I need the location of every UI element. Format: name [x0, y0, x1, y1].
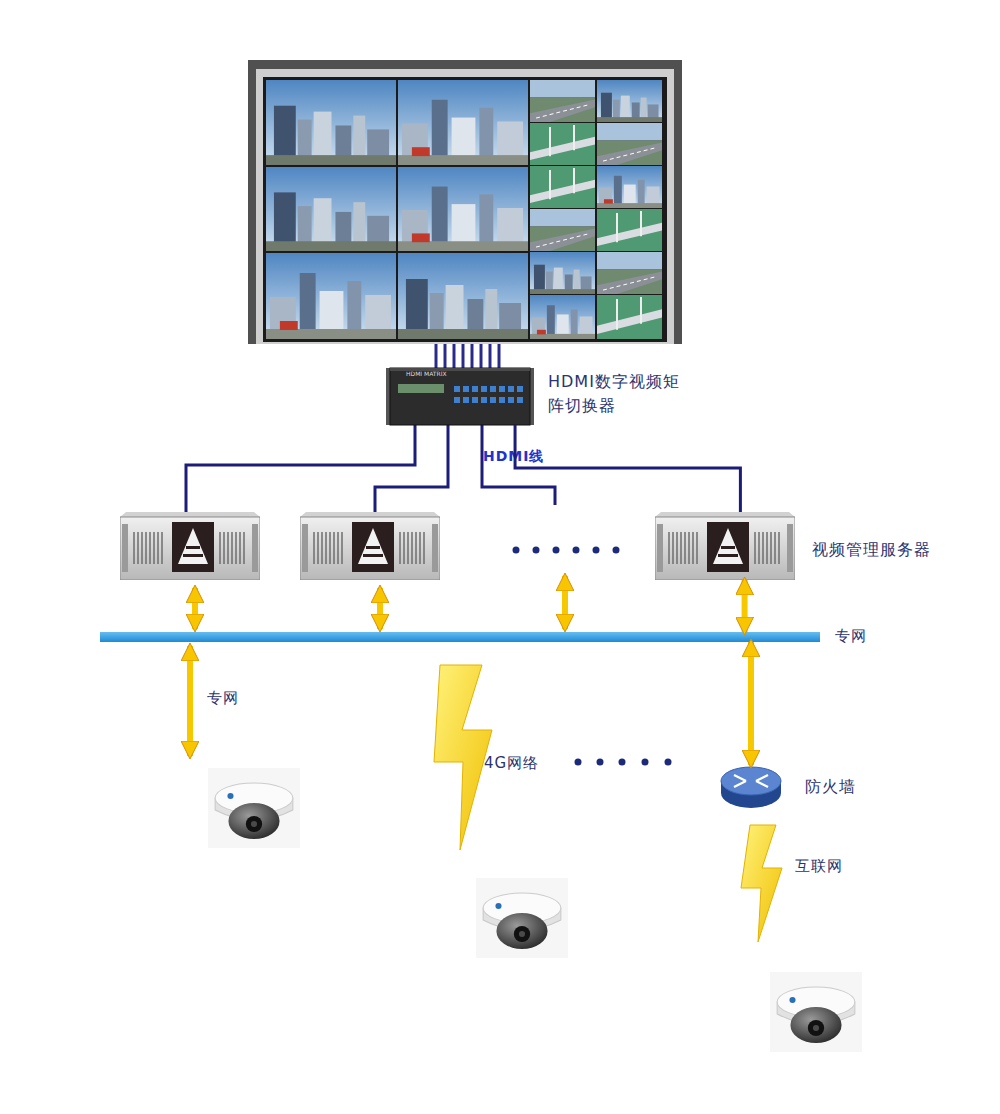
- network-link: [748, 642, 754, 765]
- wall-tile: [398, 80, 528, 165]
- wall-tile: [530, 123, 595, 165]
- matrix-button: [517, 397, 523, 403]
- video-server: 视频管理服务器: [655, 512, 795, 580]
- annotation-label: 专网: [207, 688, 239, 708]
- annotation-label: 互联网: [795, 856, 843, 876]
- hdmi-cable: [375, 425, 448, 512]
- wall-tile: [530, 209, 595, 251]
- wall-tile: [597, 123, 662, 165]
- wall-bevel: [256, 69, 674, 344]
- server-icon: [120, 512, 260, 580]
- private-network-bar: 专网: [100, 632, 820, 642]
- wireless-bolt: [741, 825, 782, 942]
- matrix-button: [454, 386, 460, 392]
- wall-frame: [248, 60, 682, 344]
- matrix-button: [517, 386, 523, 392]
- double-arrow: [192, 588, 198, 629]
- matrix-button: [463, 397, 469, 403]
- device-marking: HDMI MATRIX: [406, 370, 447, 378]
- node-label: HDMI数字视频矩 阵切换器: [548, 370, 708, 418]
- wall-tile: [266, 80, 396, 165]
- firewall: 防火墙: [720, 765, 782, 809]
- hdmi-cables: [186, 425, 555, 512]
- node-label: 专网: [835, 624, 867, 648]
- firewall-arrows: [734, 775, 768, 787]
- wall-tile: [530, 166, 595, 208]
- firewall-icon: [720, 765, 782, 809]
- matrix-button: [472, 397, 478, 403]
- wall-tile: [398, 253, 528, 339]
- dome-camera: [476, 878, 568, 958]
- matrix-button: [508, 397, 514, 403]
- firewall-top: [721, 767, 781, 795]
- annotation-label: HDMI线: [483, 446, 544, 466]
- video-wall: [248, 60, 682, 344]
- double-arrow: [562, 576, 568, 629]
- double-arrow: [187, 646, 193, 756]
- hdmi-cable: [515, 425, 740, 512]
- server-icon: [655, 512, 795, 580]
- server-icon: [300, 512, 440, 580]
- matrix-button: [499, 397, 505, 403]
- node-label: 防火墙: [805, 775, 856, 799]
- wall-tile: [530, 252, 595, 294]
- wall-tile: [597, 295, 662, 339]
- matrix-button: [481, 386, 487, 392]
- matrix-button: [499, 386, 505, 392]
- matrix-button: [463, 386, 469, 392]
- wall-tile: [530, 80, 595, 122]
- matrix-button: [454, 397, 460, 403]
- server-device: [655, 512, 795, 580]
- ellipsis-dots: [513, 547, 620, 554]
- wall-tile: [597, 80, 662, 122]
- wall-tile: [597, 166, 662, 208]
- wall-tile: [597, 209, 662, 251]
- node-label: 视频管理服务器: [812, 538, 931, 562]
- dome-camera: [770, 972, 862, 1052]
- hdmi-cable: [482, 425, 555, 505]
- matrix-button: [490, 397, 496, 403]
- link-arrows: [190, 576, 565, 756]
- matrix-button: [490, 386, 496, 392]
- matrix-chassis: [390, 368, 530, 425]
- wall-screen: [263, 77, 667, 342]
- annotation-label: 4G网络: [484, 753, 539, 773]
- wall-tile: [398, 167, 528, 251]
- matrix-button: [481, 397, 487, 403]
- hdmi-cables-top: [436, 344, 499, 368]
- wall-tile: [266, 167, 396, 251]
- rack-ear: [530, 368, 534, 425]
- matrix-button: [472, 386, 478, 392]
- hdmi-cable: [186, 425, 415, 512]
- ellipsis-dots: [575, 759, 672, 766]
- wireless-bolt: [434, 665, 492, 850]
- double-arrow: [377, 588, 383, 629]
- wall-tile: [597, 252, 662, 294]
- matrix-button: [508, 386, 514, 392]
- matrix-display: [398, 384, 444, 393]
- wall-tile: [530, 295, 595, 339]
- rack-ear: [386, 368, 390, 425]
- wall-tile: [266, 253, 396, 339]
- network-link: [742, 580, 748, 632]
- dome-camera: [208, 768, 300, 848]
